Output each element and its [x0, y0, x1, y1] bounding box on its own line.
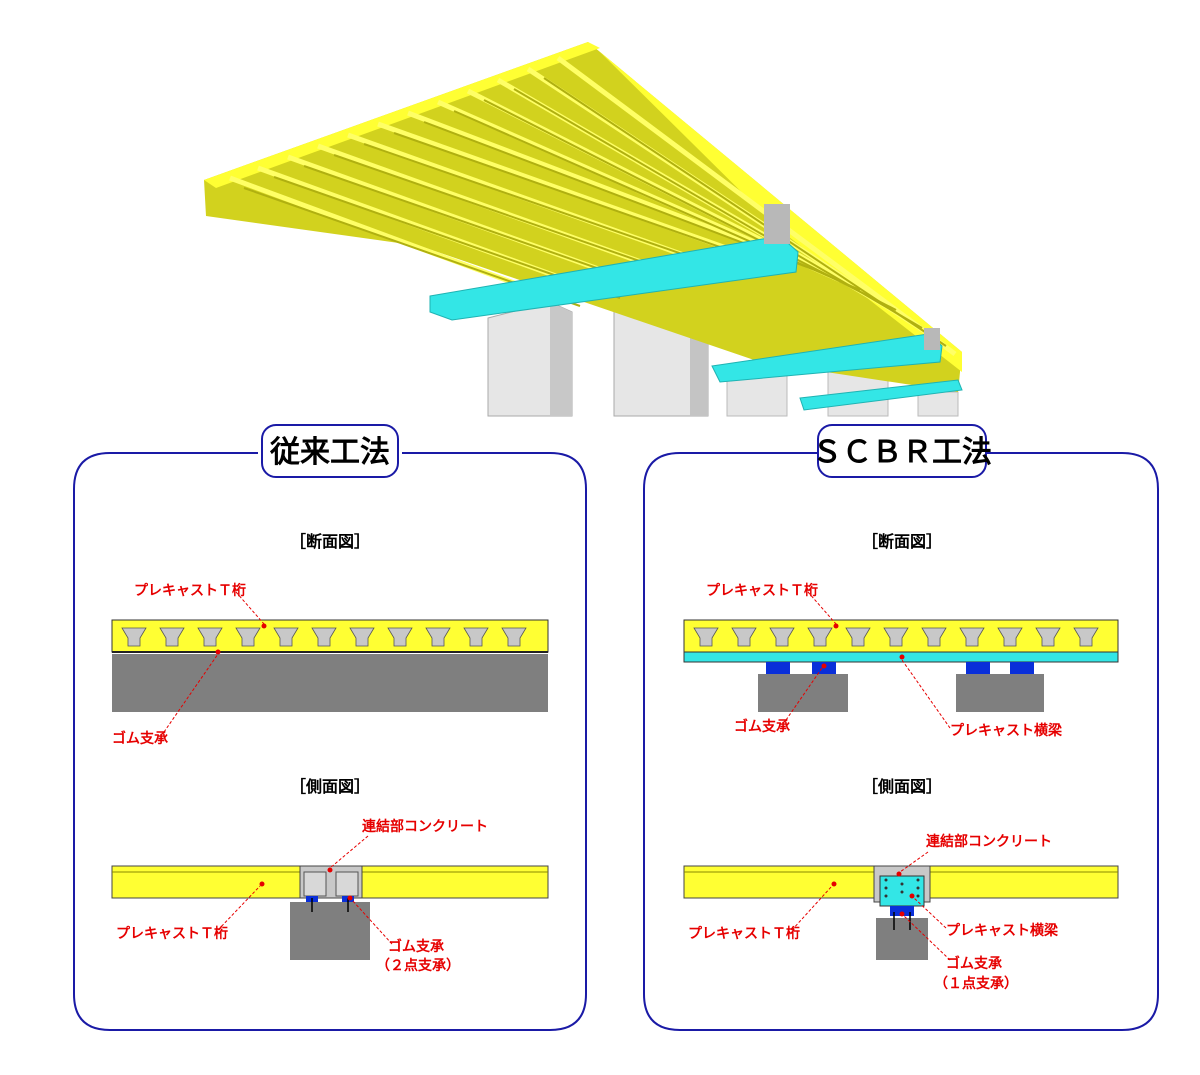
- cross-beam: [711, 333, 943, 383]
- girder-side-right: [361, 865, 549, 899]
- abutment: [112, 654, 548, 712]
- leader-dot: [831, 881, 837, 887]
- t-beam-section-group: [693, 627, 1099, 647]
- joint-block: [764, 204, 790, 244]
- panel-border: [643, 452, 1159, 1031]
- bearing-side: [890, 906, 914, 916]
- label-one-point-support: （１点支承）: [934, 975, 1018, 992]
- leader-line: [903, 915, 951, 961]
- bearing: [1010, 662, 1034, 674]
- bearing: [966, 662, 990, 674]
- abutment: [758, 674, 848, 712]
- label-precast-t-beam: プレキャストＴ桁: [134, 582, 246, 599]
- girder-side-right: [929, 865, 1119, 899]
- label-joint-concrete: 連結部コンクリート: [362, 818, 488, 835]
- leader-dot: [899, 654, 905, 660]
- leader-dot: [821, 663, 827, 669]
- label-two-point-support: （２点支承）: [376, 957, 460, 974]
- label-rubber-bearing-side: ゴム支承: [946, 955, 1002, 972]
- girder-side-left: [111, 865, 303, 899]
- leader-line: [913, 897, 947, 929]
- label-precast-cross-beam-side: プレキャスト横梁: [946, 922, 1059, 939]
- right-panel: ＳＣＢＲ工法 ［断面図］ プレキャスト: [643, 424, 1159, 1031]
- leader-line: [785, 667, 823, 721]
- side-view-title: ［側面図］: [862, 777, 942, 796]
- leader-line: [217, 885, 261, 931]
- panel-title: 従来工法: [269, 435, 390, 470]
- leader-dot: [909, 893, 915, 899]
- pier-shadow: [550, 302, 572, 416]
- leader-dot: [259, 881, 265, 887]
- label-rubber-bearing: ゴム支承: [112, 730, 168, 747]
- leader-line: [807, 591, 837, 625]
- leader-line: [899, 851, 929, 873]
- leader-dot: [833, 623, 839, 629]
- label-precast-t-beam-side: プレキャストＴ桁: [688, 925, 800, 942]
- panel-title: ＳＣＢＲ工法: [812, 435, 992, 470]
- leader-dot: [327, 867, 333, 873]
- cross-beam: [799, 379, 963, 411]
- deck-top-edge: [204, 42, 600, 188]
- side-view-title: ［側面図］: [290, 777, 370, 796]
- bridge-3d-illustration: [204, 42, 963, 417]
- bearing: [766, 662, 790, 674]
- label-rubber-bearing-side: ゴム支承: [388, 938, 444, 955]
- girder-side-left: [683, 865, 877, 899]
- panel-border: [73, 452, 587, 1031]
- leader-dot: [899, 911, 905, 917]
- t-beam-row: [111, 619, 549, 653]
- abutment-side: [290, 902, 370, 960]
- label-precast-cross-beam: プレキャスト横梁: [950, 722, 1063, 739]
- panel-title-box: [817, 424, 987, 478]
- rebar-dots: [884, 878, 920, 898]
- leader-line: [235, 591, 265, 625]
- leader-dot: [261, 623, 267, 629]
- label-rubber-bearing: ゴム支承: [734, 718, 790, 735]
- label-precast-t-beam: プレキャストＴ桁: [706, 582, 818, 599]
- abutment: [956, 674, 1044, 712]
- section-view-title: ［断面図］: [290, 532, 370, 551]
- leader-line: [329, 835, 369, 869]
- leader-dot: [347, 895, 353, 901]
- leader-dot: [215, 649, 221, 655]
- panel-title-box: [261, 424, 399, 478]
- section-view-title: ［断面図］: [862, 532, 942, 551]
- leader-dot: [896, 871, 902, 877]
- abutment-side: [876, 918, 928, 960]
- pier: [917, 391, 959, 417]
- leader-line: [163, 653, 219, 733]
- label-precast-t-beam-side: プレキャストＴ桁: [116, 925, 228, 942]
- joint-block: [924, 328, 940, 350]
- t-beam-section-group: [121, 627, 527, 647]
- label-joint-concrete: 連結部コンクリート: [926, 833, 1052, 850]
- left-panel: 従来工法 ［断面図］ プレキャストＴ桁 ゴム支承: [73, 424, 587, 1031]
- t-beam-row: [683, 619, 1119, 653]
- leader-line: [901, 659, 951, 729]
